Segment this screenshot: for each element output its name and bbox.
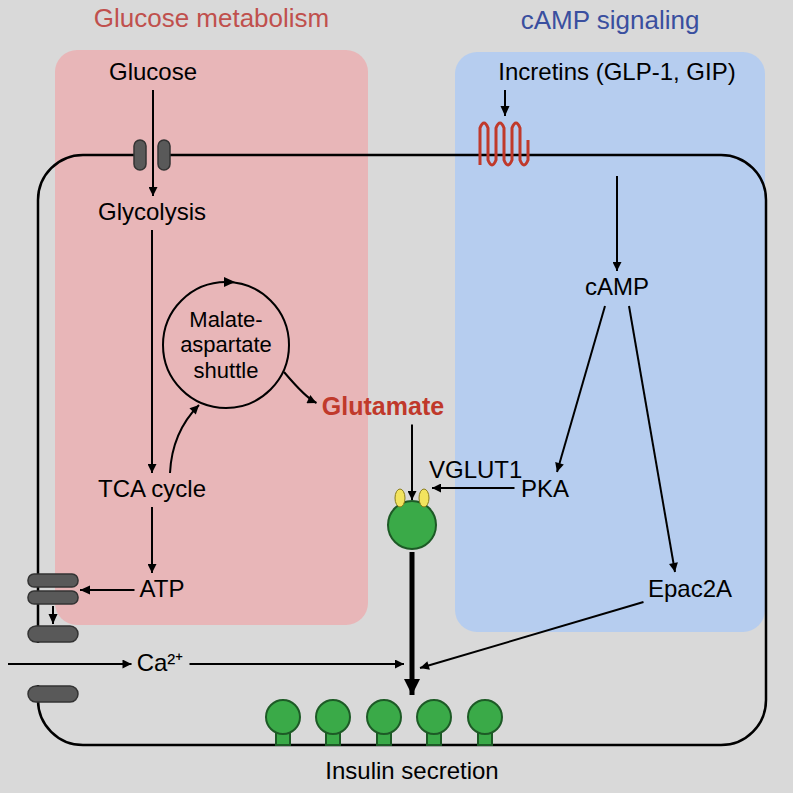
connector-arrow (284, 372, 317, 403)
pathway-label: Glycolysis (96, 198, 209, 228)
calcium-channel (28, 626, 78, 642)
connector-arrow (557, 306, 605, 472)
glutamate-label: Glutamate (320, 392, 447, 423)
connector-arrow (505, 90, 617, 271)
pathway-panel: cAMP signalingIncretins (GLP-1, GIP)cAMP… (455, 52, 765, 632)
node-text: Ca²⁺ (137, 649, 184, 677)
pathway-panel: Glucose metabolismGlucoseGlycolysisMalat… (55, 50, 368, 625)
connector-arrow (432, 487, 515, 489)
shuttle-text: Malate-aspartate shuttle (171, 307, 281, 383)
transporter-label: VGLUT1 (429, 456, 522, 484)
connector-arrow (151, 507, 153, 573)
shuttle-cycle: Malate-aspartate shuttle (162, 281, 290, 409)
node-text: cAMP (585, 273, 649, 301)
connector-arrow (151, 230, 153, 473)
node-text: PKA (521, 475, 569, 503)
glutamate-vesicle: VGLUT1 (385, 498, 439, 552)
ion-label: Ca²⁺ (135, 649, 186, 679)
connector-arrow (629, 306, 675, 572)
glucose-transporter (134, 140, 146, 170)
incretin-receptor (480, 123, 528, 165)
hormone-label: Incretins (GLP-1, GIP) (496, 58, 738, 88)
connector-arrow (170, 405, 199, 473)
node-text: ATP (140, 575, 185, 603)
node-text: Incretins (GLP-1, GIP) (498, 58, 735, 86)
metabolite-label: Glucose (107, 58, 200, 88)
panel-heading: cAMP signaling (455, 6, 765, 36)
katp-channel (28, 574, 78, 587)
node-text: Glucose (109, 58, 197, 86)
metabolite-label: ATP (138, 575, 187, 605)
connector-arrow (420, 602, 644, 668)
camp-panel-fill (455, 52, 765, 632)
panel-heading: Glucose metabolism (55, 4, 368, 34)
effector-label: Epac2A (646, 575, 735, 605)
connector-arrow (8, 590, 135, 664)
calcium-channel (28, 686, 78, 702)
connector-arrow (152, 90, 154, 196)
katp-channel (28, 591, 78, 604)
secretion-arrow (410, 552, 415, 695)
node-text: Glycolysis (98, 198, 206, 226)
pathway-label: TCA cycle (96, 475, 209, 505)
node-text: TCA cycle (98, 475, 206, 503)
glucose-panel-fill (55, 50, 368, 625)
node-text: Epac2A (648, 575, 732, 603)
messenger-label: cAMP (583, 273, 652, 303)
kinase-label: PKA (519, 475, 572, 505)
connector-arrow (411, 425, 413, 501)
node-text: Glutamate (322, 392, 444, 421)
connector-arrow (190, 663, 405, 665)
cell-membrane (38, 155, 766, 745)
glucose-transporter (158, 140, 170, 170)
insulin-granules: Insulin secretion (262, 695, 562, 787)
output-label: Insulin secretion (262, 757, 562, 785)
node-shape (385, 498, 439, 552)
